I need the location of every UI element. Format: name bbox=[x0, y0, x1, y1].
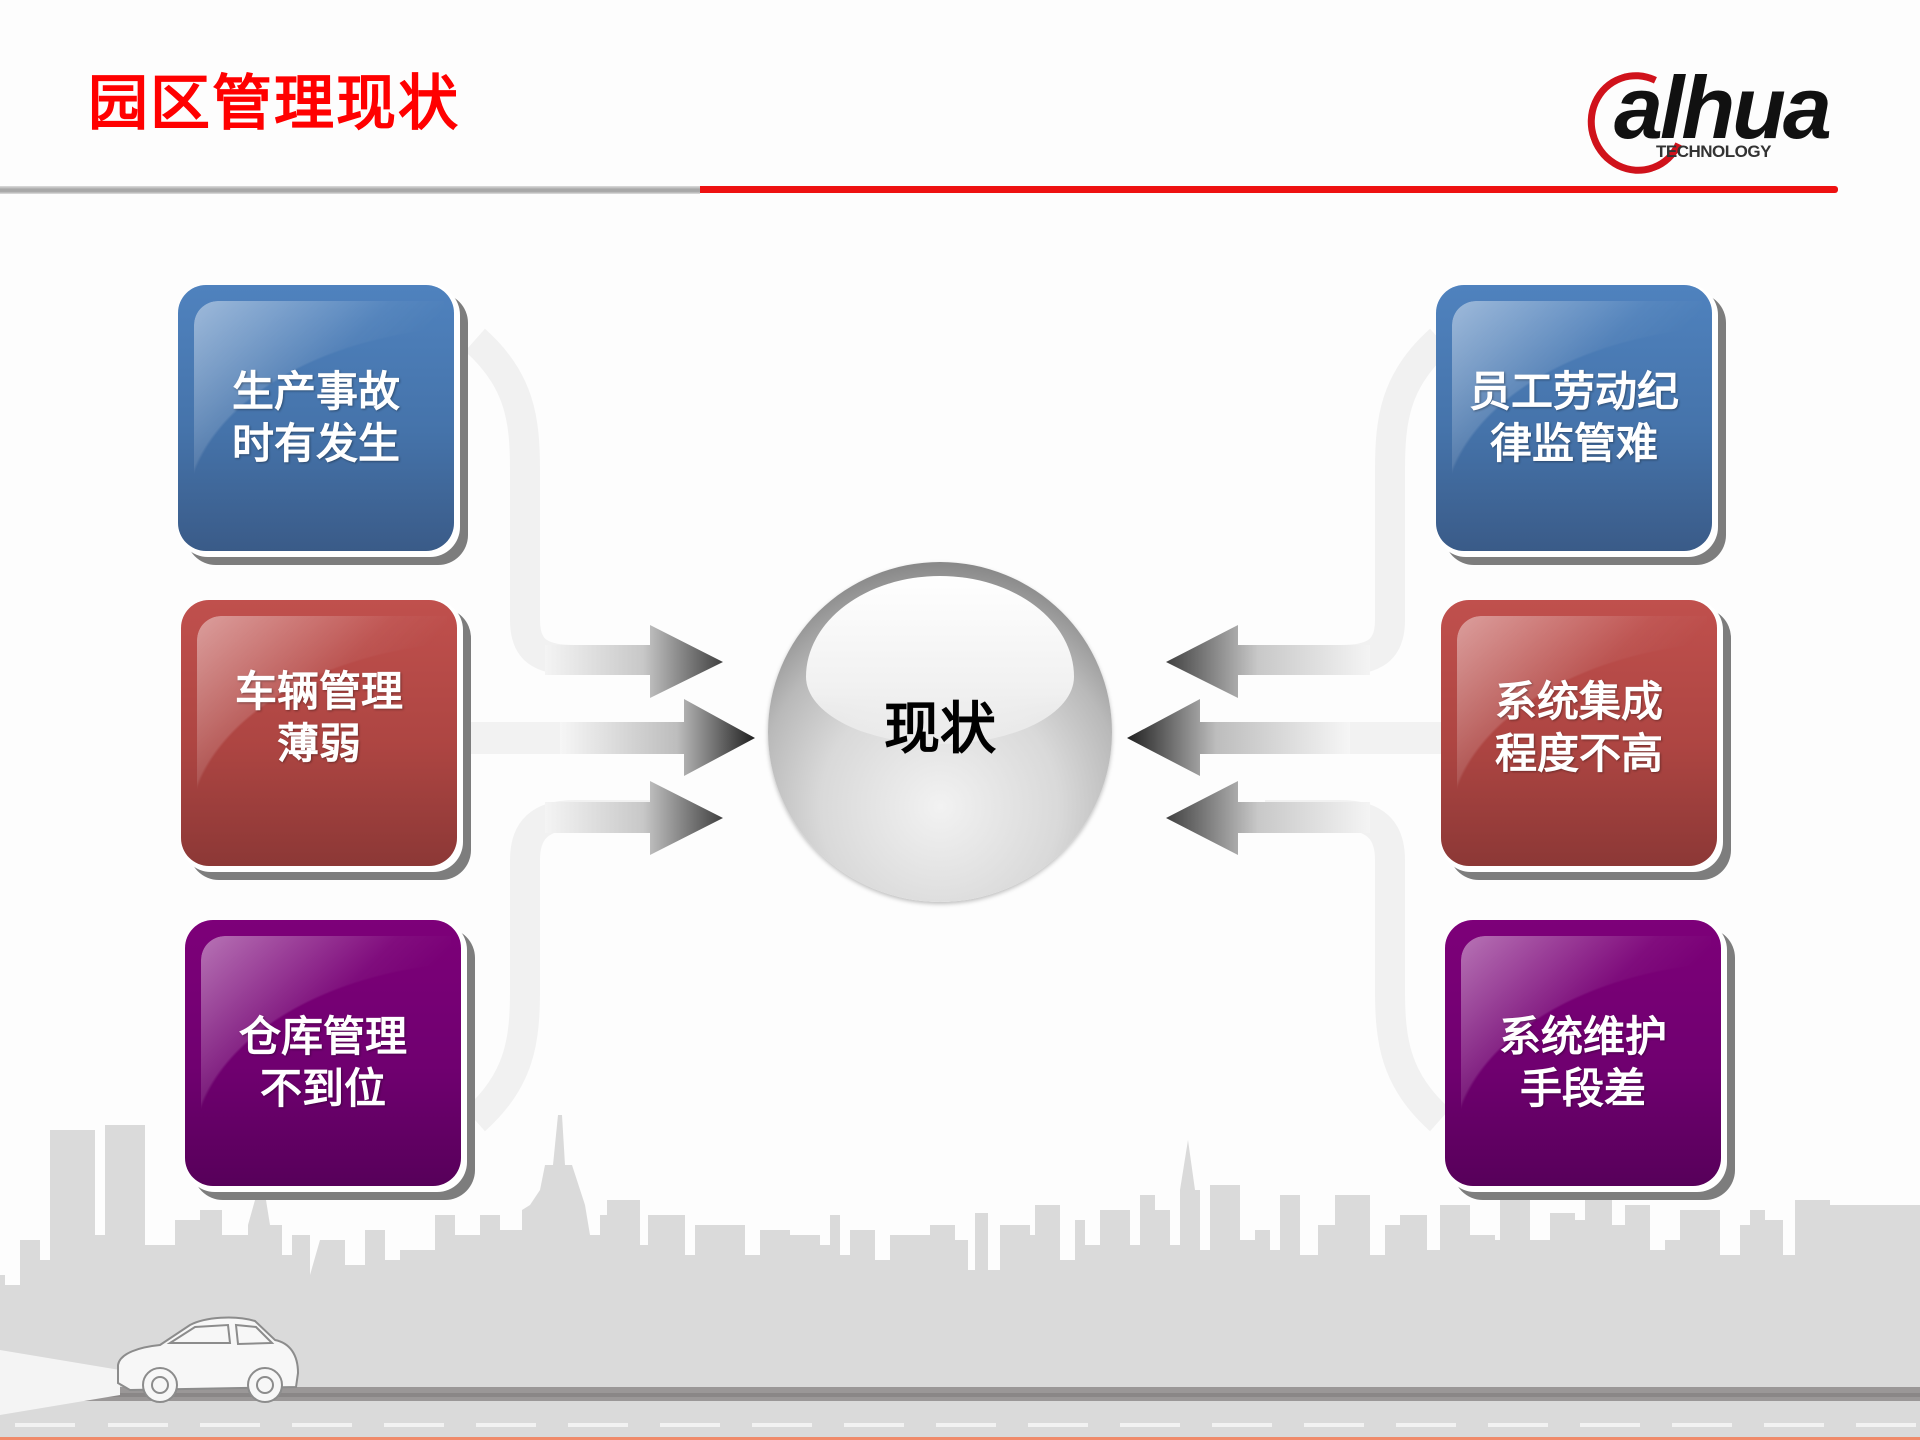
issue-box-line2: 时有发生 bbox=[231, 419, 400, 468]
sphere-highlight bbox=[806, 576, 1074, 744]
issue-box-production-accidents: 生产事故 时有发生 bbox=[178, 285, 468, 565]
arrow-right-icon bbox=[545, 625, 723, 698]
arrow-left-icon bbox=[1166, 781, 1370, 855]
arrow-right-icon bbox=[545, 781, 723, 855]
issue-box-line1: 员工劳动纪 bbox=[1468, 367, 1679, 416]
issue-box-labor-discipline: 员工劳动纪 律监管难 bbox=[1436, 285, 1726, 565]
issue-box-line2: 不到位 bbox=[259, 1064, 386, 1113]
issue-box-line1: 生产事故 bbox=[231, 367, 400, 416]
car-icon bbox=[117, 1316, 300, 1403]
page-title: 园区管理现状 bbox=[88, 69, 460, 139]
issue-box-line2: 程度不高 bbox=[1494, 729, 1663, 778]
logo-brand: alhua bbox=[1614, 58, 1832, 157]
center-label: 现状 bbox=[884, 697, 996, 762]
issue-box-line2: 手段差 bbox=[1519, 1064, 1646, 1113]
issue-box-line1: 系统维护 bbox=[1498, 1012, 1667, 1061]
center-sphere: 现状 bbox=[768, 562, 1112, 902]
issue-box-line1: 系统集成 bbox=[1494, 677, 1663, 726]
issue-box-line1: 车辆管理 bbox=[234, 667, 403, 716]
dahua-logo: alhua TECHNOLOGY bbox=[1573, 58, 1842, 188]
header-divider-red bbox=[700, 186, 1838, 193]
city-skyline-background bbox=[0, 1115, 1920, 1440]
header-divider-gray bbox=[0, 186, 700, 194]
logo-subtitle: TECHNOLOGY bbox=[1656, 142, 1771, 161]
arrow-right-icon bbox=[560, 699, 755, 776]
issue-box-line2: 律监管难 bbox=[1489, 419, 1658, 468]
issue-box-line2: 薄弱 bbox=[276, 719, 361, 768]
issue-box-system-integration: 系统集成 程度不高 bbox=[1441, 600, 1731, 880]
arrow-left-icon bbox=[1127, 699, 1350, 776]
issue-box-line1: 仓库管理 bbox=[238, 1012, 407, 1061]
arrow-left-icon bbox=[1166, 625, 1370, 698]
issue-box-warehouse-management: 仓库管理 不到位 bbox=[185, 920, 475, 1200]
issue-box-vehicle-management: 车辆管理 薄弱 bbox=[181, 600, 471, 880]
issue-box-system-maintenance: 系统维护 手段差 bbox=[1445, 920, 1735, 1200]
